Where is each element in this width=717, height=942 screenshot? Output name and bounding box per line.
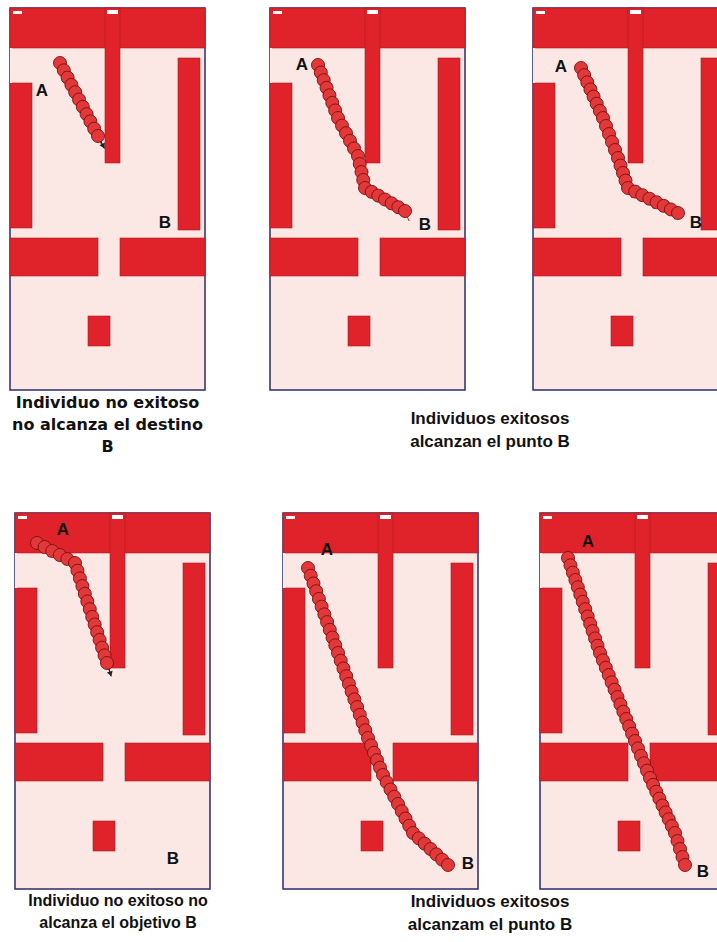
maze-wall (380, 238, 465, 276)
maze-wall (178, 58, 200, 230)
start-point: A (36, 82, 48, 99)
wall-notch (107, 10, 118, 14)
panel-caption: Individuos exitosos alcanzan el punto B (390, 407, 590, 453)
start-point: A (321, 541, 333, 558)
maze-panel (15, 513, 210, 889)
maze-wall (15, 588, 37, 733)
maze-opening (540, 553, 542, 588)
maze-wall (533, 238, 621, 276)
maze-opening (533, 48, 535, 83)
goal-point: B (159, 214, 171, 231)
maze-wall (701, 58, 717, 230)
maze-wall (451, 563, 473, 735)
maze-wall (270, 83, 292, 228)
maze-wall (611, 316, 633, 346)
maze-wall (650, 743, 717, 781)
goal-point: B (690, 214, 702, 231)
maze-wall (365, 8, 380, 163)
maze-floor (283, 513, 478, 889)
wall-notch (367, 10, 378, 14)
maze-wall (361, 821, 383, 851)
wall-notch (637, 515, 648, 519)
goal-point: B (167, 850, 179, 867)
wall-notch (18, 516, 27, 519)
agent-step (92, 130, 105, 143)
maze-panel (270, 8, 465, 390)
wall-notch (536, 11, 545, 14)
start-point: A (555, 58, 567, 75)
agent-step (672, 207, 685, 220)
maze-panel (540, 513, 717, 889)
maze-wall (270, 238, 358, 276)
wall-notch (273, 11, 282, 14)
maze-wall (93, 821, 115, 851)
start-point: A (582, 533, 594, 550)
maze-wall (438, 58, 460, 230)
maze-wall (635, 513, 650, 668)
maze-wall (533, 83, 555, 228)
panel-caption: Individuo no exitoso no alcanza el objet… (4, 890, 232, 934)
maze-floor (270, 8, 465, 390)
maze-floor (10, 8, 205, 390)
agent-step (399, 205, 412, 218)
maze-floor (540, 513, 717, 889)
maze-wall (110, 513, 125, 668)
maze-wall (283, 588, 305, 733)
maze-wall (393, 743, 478, 781)
maze-panel (533, 8, 717, 390)
heading-arrow (107, 671, 113, 677)
maze-wall (540, 513, 717, 553)
goal-point: B (462, 855, 474, 872)
maze-wall (643, 238, 717, 276)
agent-step (442, 859, 455, 872)
maze-wall (105, 8, 120, 163)
maze-opening (270, 48, 272, 83)
maze-wall (283, 743, 371, 781)
maze-wall (540, 588, 562, 733)
wall-notch (380, 515, 391, 519)
maze-wall (708, 563, 717, 735)
maze-wall (120, 238, 205, 276)
maze-opening (15, 553, 17, 588)
maze-wall (540, 743, 628, 781)
maze-wall (88, 316, 110, 346)
goal-point: B (697, 863, 709, 880)
maze-wall (125, 743, 210, 781)
panel-caption: Individuos exitosos alcanzam el punto B (380, 890, 600, 936)
heading-arrow (99, 143, 104, 149)
wall-notch (630, 10, 641, 14)
goal-point: B (419, 216, 431, 233)
wall-notch (13, 11, 22, 14)
agent-step (101, 657, 114, 670)
maze-wall (183, 563, 205, 735)
maze-floor (533, 8, 717, 390)
maze-opening (10, 48, 12, 83)
wall-notch (112, 515, 123, 519)
panel-caption: Individuo no exitoso no alcanza el desti… (5, 392, 210, 458)
maze-panel (283, 513, 478, 889)
maze-floor (15, 513, 210, 889)
start-point: A (296, 56, 308, 73)
agent-step (679, 859, 692, 872)
maze-wall (15, 743, 103, 781)
maze-wall (628, 8, 643, 163)
maze-wall (618, 821, 640, 851)
maze-opening (283, 553, 285, 588)
maze-wall (348, 316, 370, 346)
maze-wall (533, 8, 717, 48)
start-point: A (57, 521, 69, 538)
maze-wall (10, 83, 32, 228)
maze-wall (10, 238, 98, 276)
maze-panel (10, 8, 205, 390)
maze-wall (378, 513, 393, 668)
wall-notch (543, 516, 552, 519)
wall-notch (286, 516, 295, 519)
